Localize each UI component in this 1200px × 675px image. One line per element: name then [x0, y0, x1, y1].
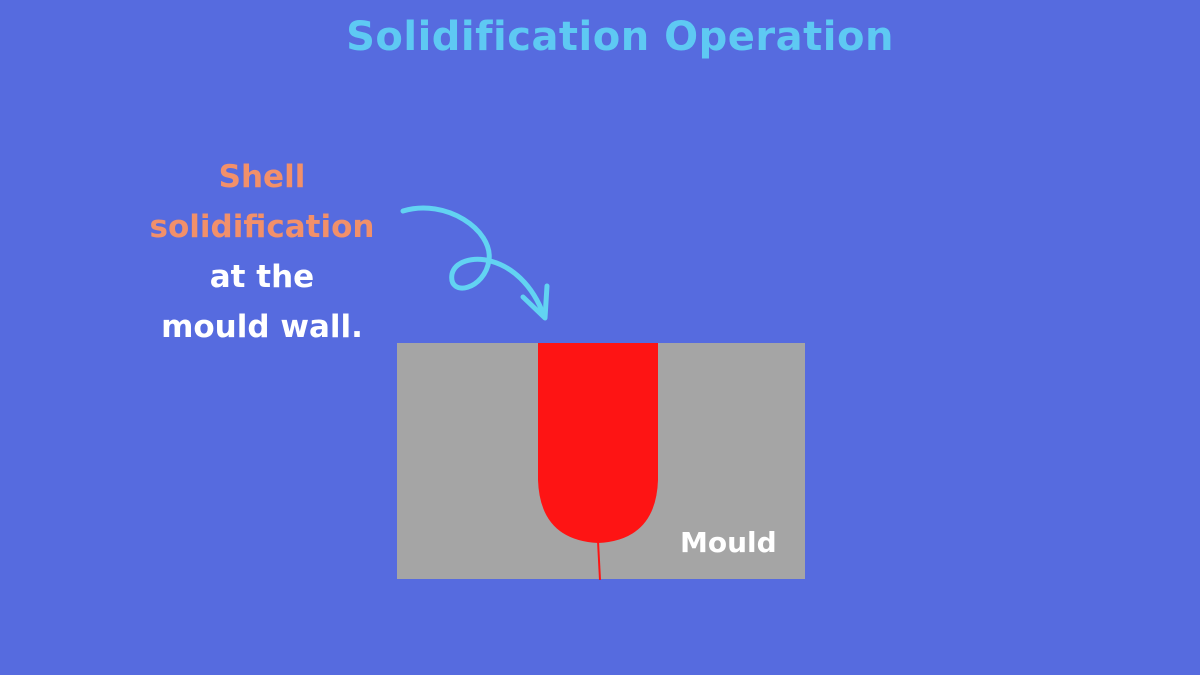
arrow-curve	[400, 205, 547, 319]
annotation-line-shell: Shell	[218, 159, 306, 195]
pipe-line	[597, 540, 601, 581]
annotation-line-at-the: at the	[209, 259, 315, 295]
diagram-title: Solidification Operation	[346, 14, 894, 60]
molten-metal	[538, 343, 658, 543]
shell-solidification-annotation: Shell solidification at the mould wall.	[130, 152, 394, 352]
mould-label: Mould	[680, 526, 777, 559]
arrow-head	[520, 283, 550, 321]
annotation-line-solidification: solidification	[149, 209, 375, 245]
curly-arrow-icon	[400, 205, 550, 321]
annotation-line-mould-wall: mould wall.	[161, 309, 363, 345]
